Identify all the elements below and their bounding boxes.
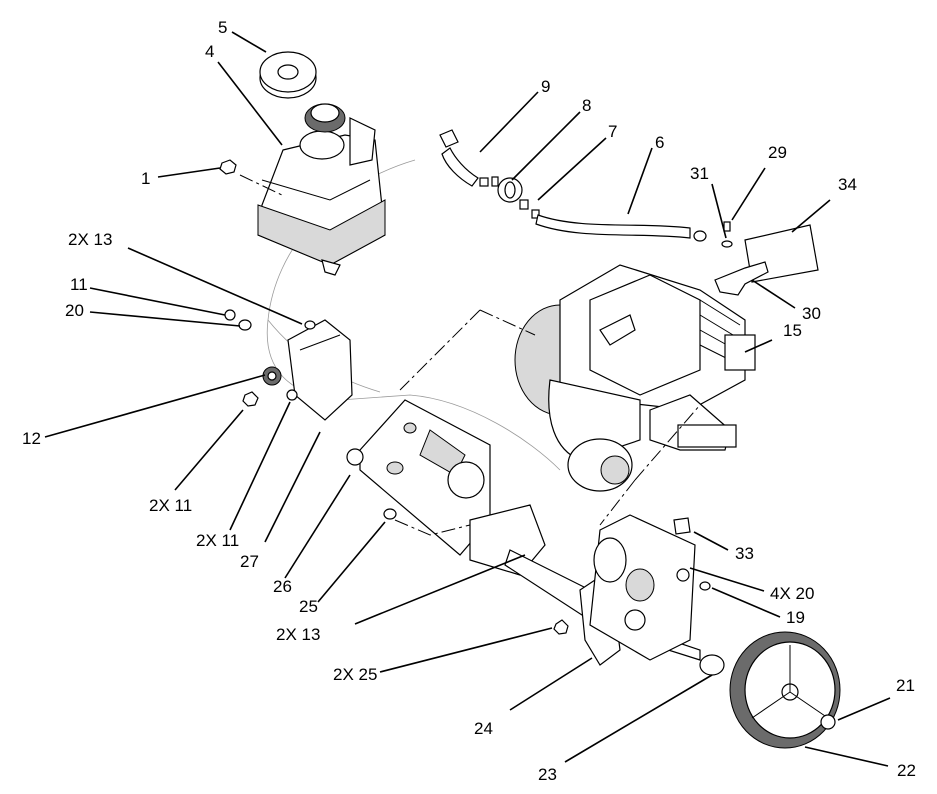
callout-31: 31 [690,164,709,183]
callout-2x25: 2X 25 [333,665,377,684]
callout-2x13-top: 2X 13 [68,230,112,249]
frame-plate [346,399,491,556]
callout-20: 20 [65,301,84,320]
callout-12: 12 [22,429,41,448]
engine [514,264,756,492]
callout-30: 30 [802,304,821,323]
callout-8: 8 [582,96,591,115]
callout-27: 27 [240,552,259,571]
wheel [729,631,841,749]
callout-19: 19 [786,608,805,627]
callout-2x11-b: 2X 11 [196,531,239,550]
callout-2x11-a: 2X 11 [149,496,192,515]
throttle-control [714,221,819,296]
callout-24: 24 [474,719,493,738]
callout-7: 7 [608,122,617,141]
callout-34: 34 [838,175,857,194]
centerlines [239,174,701,536]
fuel-tank [257,103,386,276]
gas-cap [259,51,317,99]
callout-26: 26 [273,577,292,596]
callout-21: 21 [896,676,915,695]
callout-9: 9 [541,77,550,96]
callout-23: 23 [538,765,557,784]
leader-lines [44,31,891,767]
callout-29: 29 [768,143,787,162]
callout-6: 6 [655,133,664,152]
nut-1 [219,159,237,175]
callout-4x20: 4X 20 [770,584,814,603]
callout-11: 11 [70,275,88,294]
callout-5: 5 [218,18,227,37]
callout-25: 25 [299,597,318,616]
callout-4: 4 [205,42,214,61]
callout-1: 1 [141,169,150,188]
callout-2x13-bottom: 2X 13 [276,625,320,644]
callout-15: 15 [783,321,802,340]
callout-33: 33 [735,544,754,563]
fuel-line-assembly [439,129,707,242]
gear-housing [589,514,711,661]
callout-labels: 1 4 5 9 8 7 6 2X 13 11 20 12 2X 11 2X 11… [22,18,916,784]
callout-22: 22 [897,761,916,780]
